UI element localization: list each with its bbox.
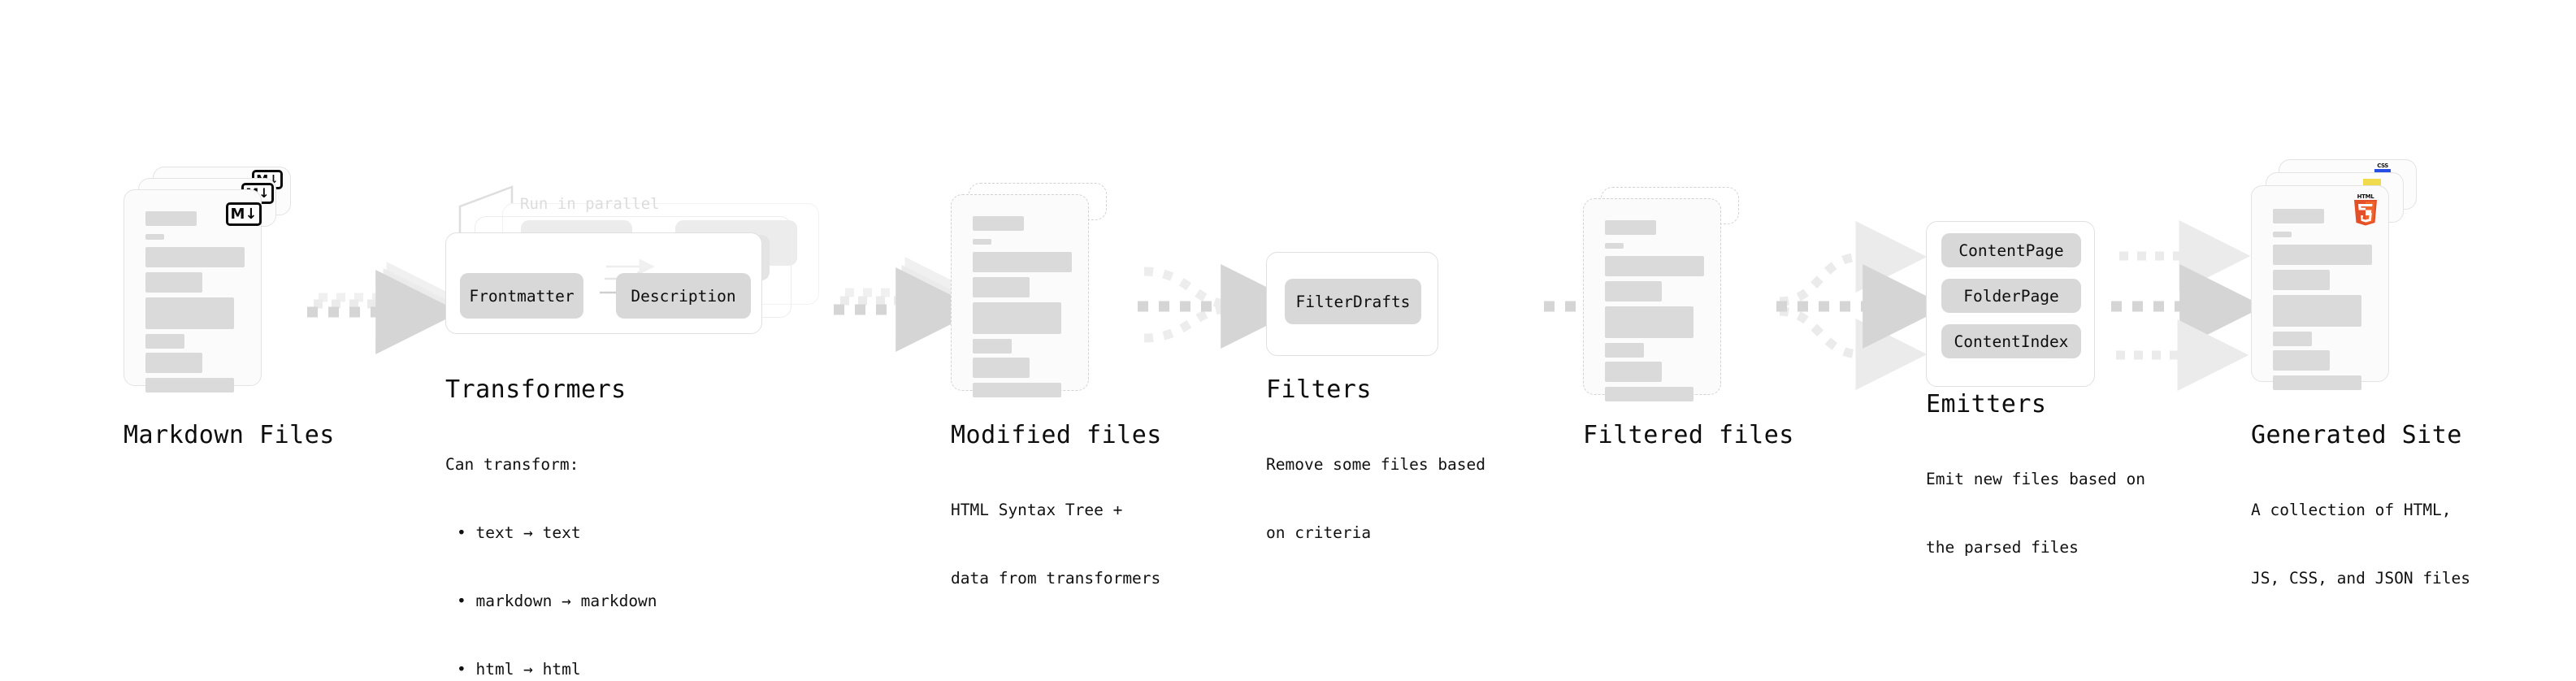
filters-desc-line: on criteria [1266,523,1372,542]
arrow-emitters-to-site [2111,220,2265,391]
modified-card-front [951,194,1089,397]
html5-badge-label: HTML [2357,193,2374,200]
filter-pill-filterdrafts[interactable]: FilterDrafts [1285,279,1421,324]
arrow-filtered-to-emitters [1776,221,1948,390]
skeleton-bar [973,383,1061,397]
arrow-transformers-to-modified [834,257,981,352]
skeleton-bar [145,378,234,393]
emitter-pill-contentindex[interactable]: ContentIndex [1941,324,2081,358]
html5-badge: HTML [2352,193,2379,226]
emitters-desc-line: the parsed files [1926,538,2079,557]
filtered-files-title: Filtered files [1583,421,1794,449]
filters-title: Filters [1266,375,1372,404]
emitter-pill-folderpage[interactable]: FolderPage [1941,279,2081,313]
generated-site-desc-line: JS, CSS, and JSON files [2251,569,2471,588]
skeleton-bar [2273,232,2292,237]
skeleton-bar [1605,387,1693,401]
modified-files-description: HTML Syntax Tree + data from transformer… [951,453,1160,635]
transformers-bullet: • text → text [457,523,581,542]
skeleton-bar [973,216,1024,231]
skeleton-bar [1605,362,1662,382]
skeleton-bar [973,358,1030,378]
markdown-card-front [124,189,262,393]
generated-site-title: Generated Site [2251,421,2462,449]
skeleton-bar [145,247,245,267]
transformer-pill-description[interactable]: Description [616,273,751,319]
skeleton-bar [2273,295,2361,327]
skeleton-bar [1605,220,1656,235]
skeleton-bar [145,334,184,349]
skeleton-bar [973,302,1061,334]
filters-box[interactable]: FilterDrafts [1266,252,1438,356]
skeleton-bar [1605,306,1693,338]
skeleton-bar [973,277,1030,297]
modified-files-title: Modified files [951,421,1162,449]
transformers-bullet: • html → html [457,660,581,679]
skeleton-bar [2273,375,2361,390]
skeleton-bar [145,272,202,293]
css-badge-bar [2374,169,2391,173]
arrow-modified-to-filters [1138,264,1306,349]
skeleton-bar [2273,209,2324,223]
transformers-can-transform-head: Can transform: [445,455,579,474]
generated-site-desc-line: A collection of HTML, [2251,501,2452,519]
skeleton-bar [1605,256,1704,276]
transformer-pill-frontmatter[interactable]: Frontmatter [460,273,583,319]
skeleton-bar [145,297,234,329]
arrow-markdown-to-transformers [307,262,461,354]
markdown-badge-front: M↓ [226,202,262,226]
transformers-title: Transformers [445,375,627,404]
skeleton-bar [973,239,991,245]
skeleton-bar [145,211,197,226]
skeleton-bar [2273,245,2372,265]
skeleton-bar [145,353,202,373]
skeleton-bar [1605,281,1662,301]
transformers-description: Can transform: • text → text • markdown … [445,408,657,681]
markdown-files-title: Markdown Files [124,421,335,449]
run-in-parallel-bracket [458,185,514,236]
modified-files-desc-line: HTML Syntax Tree + [951,501,1123,519]
emitters-desc-line: Emit new files based on [1926,470,2146,488]
skeleton-bar [2273,332,2312,346]
emitters-description: Emit new files based on the parsed files [1926,423,2145,605]
html5-shield-icon [2354,200,2377,226]
skeleton-bar [2273,350,2330,371]
run-in-parallel-label: Run in parallel [520,195,660,213]
filters-desc-line: Remove some files based [1266,455,1486,474]
emitters-box[interactable]: ContentPage FolderPage ContentIndex [1926,221,2095,387]
filtered-card-front [1583,198,1721,401]
generated-site-description: A collection of HTML, JS, CSS, and JSON … [2251,453,2470,635]
emitters-title: Emitters [1926,390,2047,419]
transformers-bullet: • markdown → markdown [457,592,657,610]
skeleton-bar [145,234,164,240]
skeleton-bar [1605,343,1644,358]
skeleton-bar [1605,243,1624,249]
skeleton-bar [2273,270,2330,290]
skeleton-bar [973,252,1072,272]
filters-description: Remove some files based on criteria [1266,408,1485,590]
modified-files-desc-line: data from transformers [951,569,1161,588]
skeleton-bar [973,339,1012,354]
emitter-pill-contentpage[interactable]: ContentPage [1941,233,2081,267]
